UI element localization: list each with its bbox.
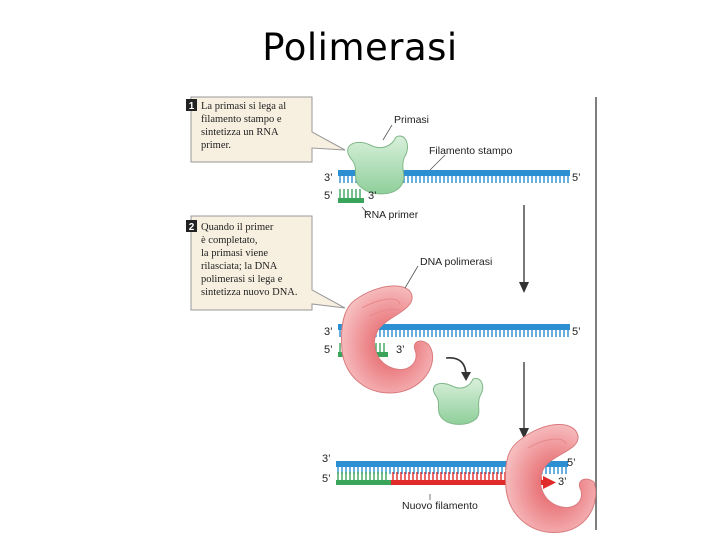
step-1-number: 1 bbox=[189, 101, 195, 112]
step-2-line-4: rilasciata; la DNA bbox=[201, 261, 278, 272]
stage-1-end-3-bottom: 3’ bbox=[368, 190, 377, 202]
stage-2-end-5-bottom: 5’ bbox=[324, 344, 333, 356]
step-1-badge bbox=[186, 99, 197, 111]
stage-3-rna-primer bbox=[336, 472, 391, 485]
flow-arrow-1 bbox=[519, 205, 529, 293]
label-rna-primer: RNA primer bbox=[364, 209, 419, 221]
stage-1-end-5-bottom: 5’ bbox=[324, 190, 333, 202]
step-2-line-1: Quando il primer bbox=[201, 222, 274, 233]
step-2-line-6: sintetizza nuovo DNA. bbox=[201, 287, 298, 298]
stage-3-end-5-top: 5’ bbox=[567, 457, 576, 469]
step-2-badge bbox=[186, 220, 197, 232]
released-primase-enzyme bbox=[432, 377, 484, 425]
step-1-line-4: primer. bbox=[201, 140, 231, 151]
stage-3-end-3-top: 3’ bbox=[322, 453, 331, 465]
step-2-callout: 2 Quando il primer è completato, la prim… bbox=[186, 215, 346, 311]
label-filamento-stampo: Filamento stampo bbox=[429, 145, 513, 157]
stage-1-end-3-top: 3’ bbox=[324, 172, 333, 184]
step-2-line-5: polimerasi si lega e bbox=[201, 274, 283, 285]
label-primasi: Primasi bbox=[394, 114, 429, 126]
primase-enzyme bbox=[347, 135, 408, 195]
step-2-line-2: è completato, bbox=[201, 235, 258, 246]
step-2-number: 2 bbox=[189, 222, 195, 233]
step-1-line-3: sintetizza un RNA bbox=[201, 127, 279, 138]
step-1-line-1: La primasi si lega al bbox=[201, 101, 286, 112]
dna-polymerase-enzyme-2 bbox=[505, 423, 597, 533]
stage-2-end-5-top: 5’ bbox=[572, 326, 581, 338]
step-2-line-3: la primasi viene bbox=[201, 248, 268, 259]
stage-2-end-3-top: 3’ bbox=[324, 326, 333, 338]
step-1-callout: 1 La primasi si lega al filamento stampo… bbox=[186, 96, 346, 163]
stage-1-end-5-top: 5’ bbox=[572, 172, 581, 184]
label-nuovo-filamento: Nuovo filamento bbox=[402, 500, 478, 512]
dna-polymerase-enzyme bbox=[341, 285, 434, 394]
stage-3-end-3-bottom: 3’ bbox=[558, 476, 567, 488]
slide-title: Polimerasi bbox=[262, 26, 458, 69]
stage-2-end-3-bottom: 3’ bbox=[396, 344, 405, 356]
stage-1-rna-primer bbox=[338, 189, 364, 203]
step-1-line-2: filamento stampo e bbox=[201, 114, 282, 125]
label-dna-polimerasi: DNA polimerasi bbox=[420, 256, 492, 268]
flow-arrow-2 bbox=[519, 362, 529, 439]
stage-3-end-5-bottom: 5’ bbox=[322, 473, 331, 485]
